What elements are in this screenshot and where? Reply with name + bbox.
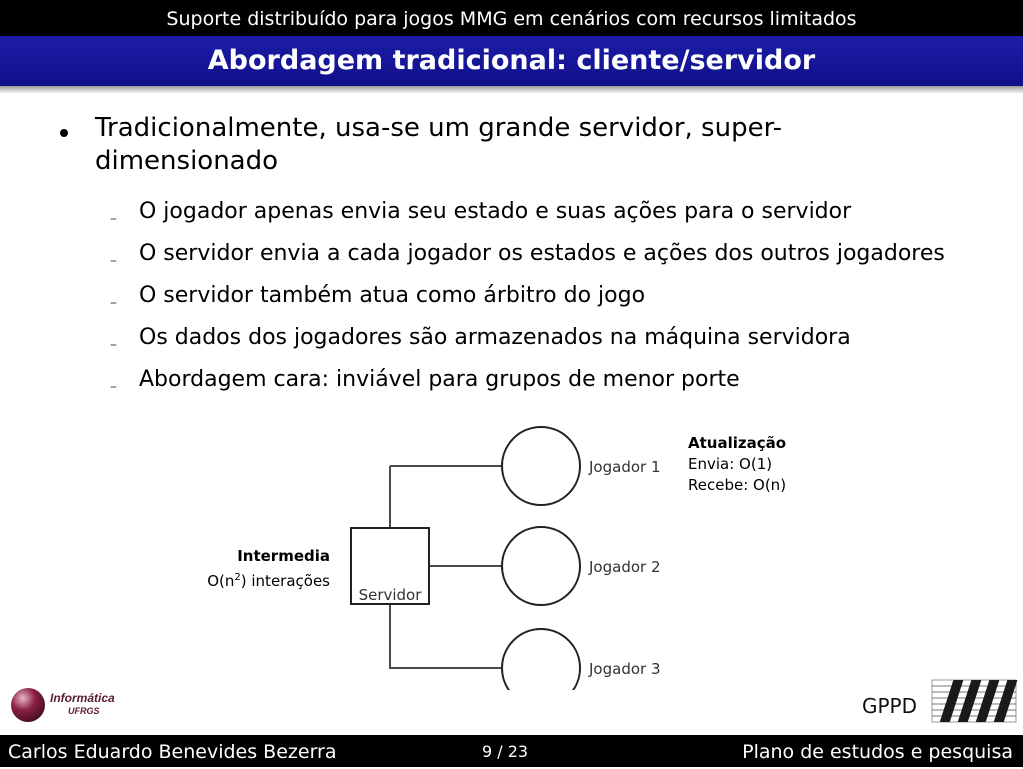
- informatica-ufrgs-logo: Informática UFRGS: [11, 688, 115, 722]
- client-server-diagram: Servidor Jogador 1 Jogador 2 Jogador 3: [350, 426, 661, 690]
- dash-icon: –: [110, 337, 117, 353]
- sub-bullet-text: Abordagem cara: inviável para grupos de …: [139, 367, 740, 392]
- sub-bullet-list: – O jogador apenas envia seu estado e su…: [110, 197, 990, 407]
- update-title: Atualização: [688, 434, 787, 452]
- footer-author: Carlos Eduardo Benevides Bezerra: [8, 741, 337, 763]
- footer-subtitle: Plano de estudos e pesquisa: [742, 741, 1013, 763]
- complexity-exponent: 2: [234, 572, 241, 583]
- player-circle: [501, 426, 581, 506]
- logo-subtext: UFRGS: [68, 706, 100, 716]
- complexity-prefix: O(n: [207, 572, 235, 590]
- sub-bullet-text: O servidor envia a cada jogador os estad…: [139, 241, 945, 266]
- sub-bullet-item: – O jogador apenas envia seu estado e su…: [110, 197, 990, 239]
- sub-bullet-item: – Os dados dos jogadores são armazenados…: [110, 323, 990, 365]
- sub-bullet-item: – O servidor também atua como árbitro do…: [110, 281, 990, 323]
- player-label: Jogador 3: [588, 660, 661, 678]
- dash-icon: –: [110, 211, 117, 227]
- dash-icon: –: [110, 379, 117, 395]
- title-shadow: [0, 86, 1023, 94]
- server-box: [350, 527, 430, 605]
- main-bullet-text: Tradicionalmente, usa-se um grande servi…: [95, 113, 782, 176]
- update-send: Envia: O(1): [688, 455, 773, 473]
- slide-title-bar: Abordagem tradicional: cliente/servidor: [0, 36, 1023, 86]
- footer-bar: Carlos Eduardo Benevides Bezerra 9 / 23 …: [0, 735, 1023, 767]
- complexity-suffix: ) interações: [240, 572, 330, 590]
- player-label: Jogador 1: [588, 458, 661, 476]
- course-title-bar: Suporte distribuído para jogos MMG em ce…: [0, 0, 1023, 36]
- dash-icon: –: [110, 253, 117, 269]
- chip-grid-icon: [931, 679, 1018, 723]
- footer-page-number: 9 / 23: [482, 742, 529, 761]
- logo-text: Informática: [50, 691, 115, 705]
- intermedia-annotation: Intermedia O(n2) interações: [150, 545, 330, 592]
- player-circle: [501, 628, 581, 690]
- update-receive: Recebe: O(n): [688, 476, 787, 494]
- sphere-icon: [11, 688, 45, 722]
- slide-title: Abordagem tradicional: cliente/servidor: [207, 45, 816, 76]
- player-circle: [501, 526, 581, 606]
- sub-bullet-item: – Abordagem cara: inviável para grupos d…: [110, 365, 990, 407]
- update-annotation: Atualização Envia: O(1) Recebe: O(n): [688, 433, 786, 496]
- gppd-text: GPPD: [862, 694, 917, 718]
- server-label: Servidor: [359, 586, 423, 604]
- connection-lines: [389, 465, 502, 669]
- dash-icon: –: [110, 295, 117, 311]
- player-label: Jogador 2: [588, 558, 661, 576]
- sub-bullet-item: – O servidor envia a cada jogador os est…: [110, 239, 990, 281]
- gppd-logo: GPPD: [862, 679, 1018, 723]
- sub-bullet-text: O servidor também atua como árbitro do j…: [139, 283, 646, 308]
- intermedia-title: Intermedia: [237, 547, 330, 565]
- sub-bullet-text: O jogador apenas envia seu estado e suas…: [139, 199, 852, 224]
- course-title: Suporte distribuído para jogos MMG em ce…: [166, 8, 857, 30]
- bullet-dot-icon: [60, 129, 68, 137]
- intermedia-complexity: O(n2) interações: [150, 567, 330, 592]
- sub-bullet-text: Os dados dos jogadores são armazenados n…: [139, 325, 851, 350]
